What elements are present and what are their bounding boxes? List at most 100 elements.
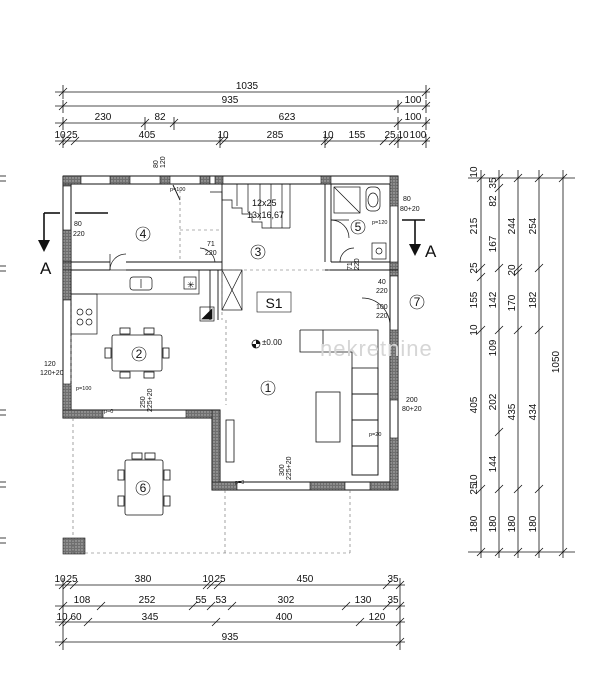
watermark: nekretnine [320, 336, 433, 361]
w-top-80: 80 [153, 160, 160, 168]
section-letter-right: A [425, 242, 437, 261]
dim-bottom-total: 935 [222, 632, 239, 643]
w-22520b: 225+20 [286, 456, 293, 480]
dim-right-10a: 10 [469, 166, 480, 178]
dim-right-434: 434 [528, 403, 539, 420]
dim-top-285: 285 [267, 130, 284, 141]
dim-bottom-25a: 25 [66, 574, 78, 585]
p120: p=120 [372, 220, 387, 226]
kitchen-fixtures [70, 269, 215, 335]
dashed-lines [70, 190, 351, 554]
dim-right-109: 109 [488, 339, 499, 356]
dim-right-25b: 25 [469, 483, 480, 495]
p20: p=20 [369, 432, 381, 438]
stairs-label-b: 13x16,67 [247, 210, 284, 220]
left-edge-marks [0, 175, 6, 544]
dim-top-155: 155 [349, 130, 366, 141]
dim-top-100b: 100 [405, 112, 422, 123]
dim-right-144: 144 [488, 455, 499, 472]
interior-walls [71, 184, 398, 320]
bathroom-fixtures [333, 186, 387, 260]
dim-bottom-400: 400 [276, 612, 293, 623]
dim-right-202: 202 [488, 393, 499, 410]
dim-right-170: 170 [507, 294, 518, 311]
w4-220: 220 [73, 231, 85, 238]
w5-80: 80 [403, 196, 411, 203]
dim-right-10c: 10 [469, 474, 480, 486]
dim-right-180a: 180 [469, 515, 480, 532]
cooktop-star-icon: ✳ [187, 280, 195, 290]
coffee-table [315, 391, 341, 443]
dim-top-10b: 10 [217, 130, 229, 141]
stairs-label-a: 12x25 [252, 198, 277, 208]
opening-labels: 80 120 p=100 80 220 71 220 80 80+20 p=12… [40, 156, 422, 486]
dim-bottom-252: 252 [139, 595, 156, 606]
d5-71: 71 [347, 262, 354, 270]
level-label: S1 [265, 295, 282, 311]
w-300: 300 [279, 464, 286, 476]
w-250: 250 [140, 396, 147, 408]
dim-top-100a: 100 [405, 95, 422, 106]
bottom-dimensions [55, 578, 405, 650]
dim-top-10a: 10 [54, 130, 66, 141]
room-2: 2 [136, 347, 143, 361]
d7-40: 40 [378, 279, 386, 286]
w-22520: 225+20 [147, 388, 154, 412]
dim-right-total: 1050 [551, 350, 562, 373]
room-4: 4 [140, 227, 147, 241]
room-1: 1 [265, 381, 272, 395]
top-dimensions [55, 85, 431, 148]
w1-8020: 80+20 [402, 406, 422, 413]
dim-bottom-120: 120 [369, 612, 386, 623]
w5-8020: 80+20 [400, 206, 420, 213]
w1-200: 200 [406, 397, 418, 404]
elevation-mark [251, 339, 261, 349]
dim-right-25a: 25 [469, 262, 480, 274]
dim-top-935: 935 [222, 95, 239, 106]
doors [109, 219, 391, 327]
top-dimension-labels: 1035 935 100 230 82 623 100 10 25 405 10… [54, 81, 426, 141]
dim-top-25b: 25 [384, 130, 396, 141]
p0-b: p=0 [235, 480, 244, 486]
dim-right-167: 167 [488, 235, 499, 252]
room-5: 5 [355, 220, 362, 234]
dim-top-100c: 100 [410, 130, 427, 141]
p0-a: p=0 [104, 409, 113, 415]
dim-top-623: 623 [279, 112, 296, 123]
dim-bottom-108: 108 [74, 595, 91, 606]
p100-top: p=100 [170, 187, 185, 193]
dim-bottom-10b: 10 [202, 574, 214, 585]
dim-bottom-25b: 25 [214, 574, 226, 585]
dim-right-254: 254 [528, 217, 539, 234]
w2-120: 120 [44, 361, 56, 368]
dim-right-20: 20 [507, 264, 518, 276]
bottom-dimension-labels: 10 25 380 10 25 450 35 108 252 55 53 302… [54, 574, 399, 643]
dim-bottom-55: 55 [195, 595, 207, 606]
exterior-walls [62, 175, 399, 491]
section-letter-left: A [40, 259, 52, 278]
w4-80: 80 [74, 221, 82, 228]
dim-right-244: 244 [507, 217, 518, 234]
d7-100: 100 [376, 304, 388, 311]
dim-right-405: 405 [469, 396, 480, 413]
dim-top-405: 405 [139, 130, 156, 141]
dining-table-6 [117, 452, 171, 516]
dim-right-435: 435 [507, 403, 518, 420]
dim-right-180b: 180 [488, 515, 499, 532]
dim-bottom-345: 345 [142, 612, 159, 623]
d5-220: 220 [354, 258, 361, 270]
level-badge-frame [256, 291, 292, 313]
room-6: 6 [140, 481, 147, 495]
dim-top-10c: 10 [322, 130, 334, 141]
dim-right-180c: 180 [507, 515, 518, 532]
dim-bottom-60: 60 [70, 612, 82, 623]
room-3: 3 [255, 245, 262, 259]
dim-bottom-380: 380 [135, 574, 152, 585]
dim-bottom-10c: 10 [56, 612, 68, 623]
dim-right-82: 82 [488, 195, 499, 207]
d7-220: 220 [376, 288, 388, 295]
dim-right-182: 182 [528, 291, 539, 308]
section-arrow-right-icon [409, 244, 421, 256]
dim-top-82: 82 [154, 112, 166, 123]
